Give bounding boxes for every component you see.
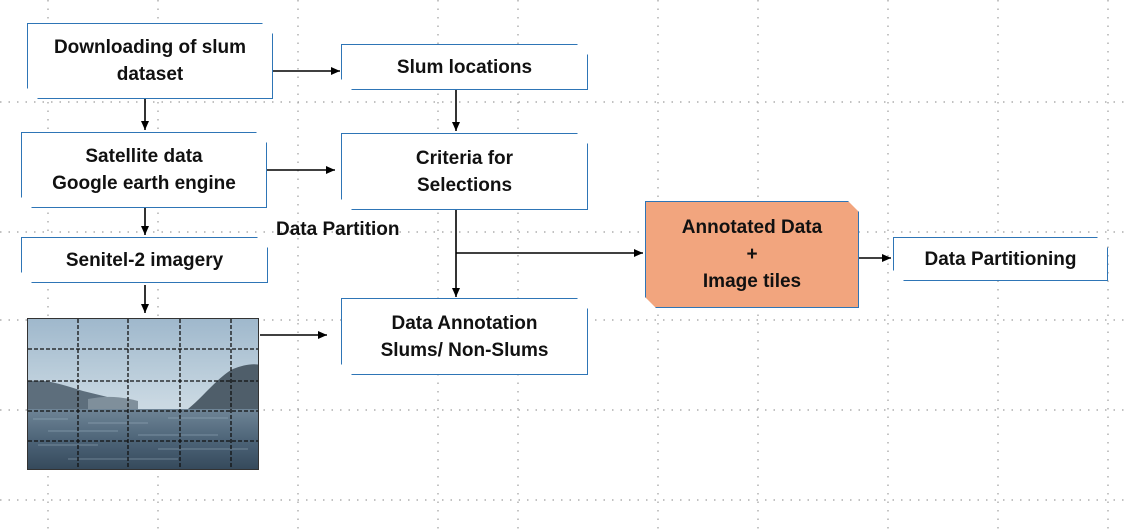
- box-sentinel-2-imagery-label: Senitel-2 imagery: [65, 249, 224, 271]
- box-data-annotation: Data Annotation Slums/ Non-Slums: [341, 298, 588, 375]
- box-slum-locations-label: Slum locations: [396, 56, 533, 78]
- box-slum-locations: Slum locations: [341, 44, 588, 90]
- box-downloading-slum-dataset: Downloading of slum dataset: [27, 23, 273, 99]
- box-criteria-for-selections-label: Criteria for Selections: [415, 147, 514, 196]
- box-satellite-data-label: Satellite data Google earth engine: [52, 146, 236, 194]
- box-satellite-data: Satellite data Google earth engine: [21, 132, 267, 208]
- box-criteria-for-selections: Criteria for Selections: [341, 133, 588, 210]
- box-downloading-slum-dataset-label: Downloading of slum dataset: [53, 37, 247, 85]
- box-data-annotation-label: Data Annotation Slums/ Non-Slums: [380, 312, 549, 361]
- box-sentinel-2-imagery: Senitel-2 imagery: [21, 237, 268, 283]
- image-tiles-photo: [27, 318, 259, 470]
- box-data-partitioning: Data Partitioning: [893, 237, 1108, 281]
- box-annotated-data-image-tiles: Annotated Data + Image tiles: [645, 201, 859, 308]
- data-partition-label: Data Partition: [276, 219, 400, 240]
- box-data-partitioning-label: Data Partitioning: [924, 248, 1077, 270]
- box-annotated-data-label: Annotated Data + Image tiles: [681, 217, 823, 292]
- tiled-landscape-image: [28, 319, 258, 469]
